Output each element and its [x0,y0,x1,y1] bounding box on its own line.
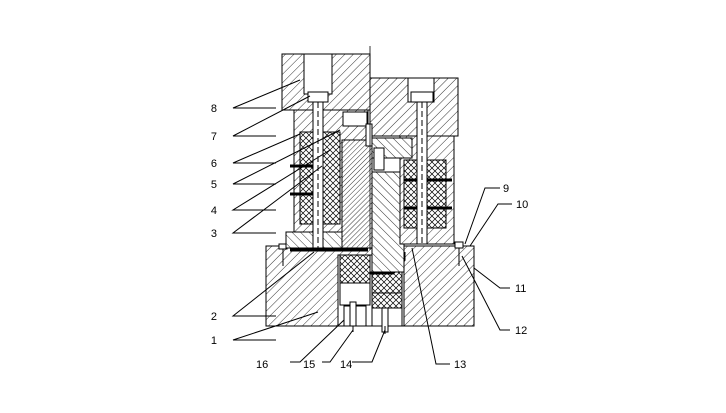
callout-9: 9 [503,183,509,195]
callout-15: 15 [303,359,315,371]
callout-11: 11 [515,283,526,295]
leader-lines [231,79,512,365]
callout-12: 12 [515,325,527,337]
callout-14: 14 [340,359,352,371]
callout-1: 1 [211,335,217,347]
guide-bolts [307,91,434,249]
callout-5: 5 [211,179,217,191]
callout-3: 3 [211,228,217,240]
callout-16: 16 [256,359,268,371]
callout-2: 2 [211,311,217,323]
callout-6: 6 [211,158,217,170]
callout-labels: 1 2 3 4 5 6 7 8 9 10 11 12 13 14 15 16 [211,103,528,371]
lower-side-screws [278,241,464,266]
left-punch [341,139,373,249]
stripper-bolt-head [342,111,385,171]
upper-die-holder [281,53,459,137]
right-punch [371,171,405,273]
lower-die-pad [339,254,403,327]
callout-4: 4 [211,205,217,217]
callout-7: 7 [211,131,217,143]
callout-10: 10 [516,199,528,211]
callout-13: 13 [454,359,466,371]
callout-8: 8 [211,103,217,115]
ejector-pins [349,301,389,334]
